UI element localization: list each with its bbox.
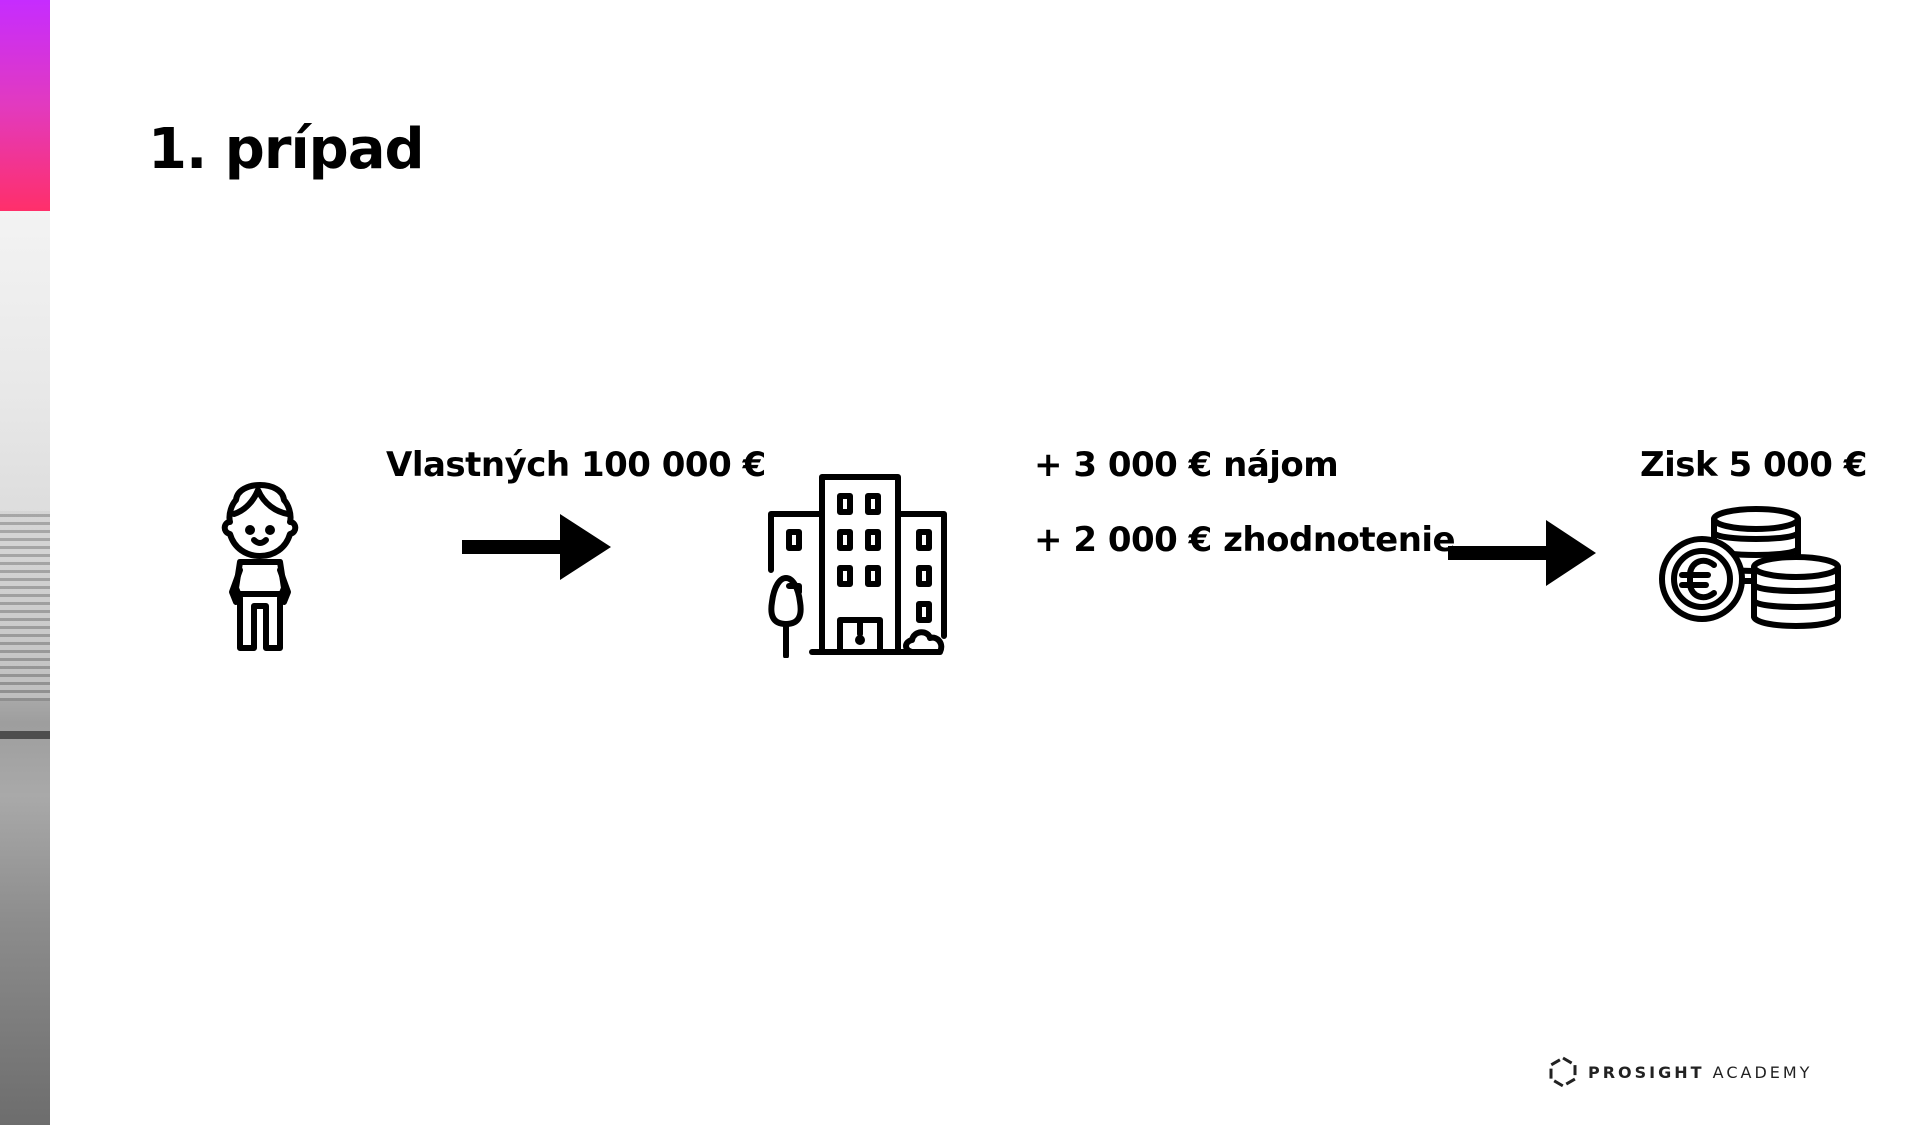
city-photo-strip: [0, 211, 50, 1125]
brand-name: PROSIGHT ACADEMY: [1588, 1063, 1812, 1082]
photo-railing: [0, 731, 50, 739]
appreciation-label: + 2 000 € zhodnotenie: [1034, 520, 1456, 560]
person-icon: [221, 482, 299, 651]
arrow-right-icon: [1448, 520, 1596, 586]
brand-name-bold: PROSIGHT: [1588, 1062, 1705, 1082]
arrow-right-icon: [462, 514, 611, 580]
own-funds-label: Vlastných 100 000 €: [386, 445, 766, 485]
brand-logo: PROSIGHT ACADEMY: [1548, 1056, 1812, 1088]
photo-building: [0, 511, 50, 701]
profit-label: Zisk 5 000 €: [1640, 445, 1867, 485]
side-strip: [0, 0, 50, 1125]
building-icon: [768, 474, 947, 658]
slide-title: 1. prípad: [148, 117, 425, 182]
accent-bar: [0, 0, 50, 211]
brand-name-light: ACADEMY: [1712, 1062, 1813, 1082]
euro-coins-icon: [1659, 506, 1841, 629]
hexagon-logo-icon: [1549, 1056, 1577, 1088]
rent-income-label: + 3 000 € nájom: [1034, 445, 1339, 485]
